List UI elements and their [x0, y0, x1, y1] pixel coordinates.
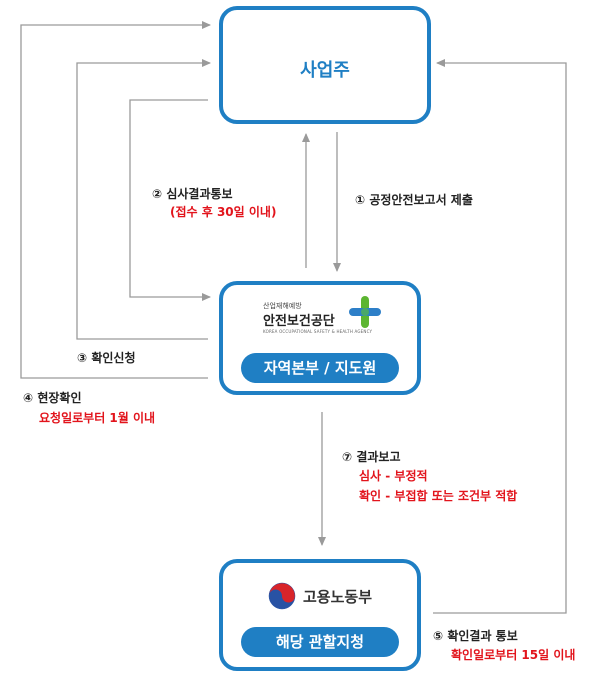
- step7-note-review: 심사 - 부정적: [359, 469, 428, 483]
- employer-title: 사업주: [300, 60, 350, 81]
- moel-logo-name: 고용노동부: [303, 588, 373, 606]
- employer-box: 사업주: [219, 6, 431, 124]
- step5-note: 확인일로부터 15일 이내: [451, 648, 576, 662]
- kosha-logo-name: 안전보건공단: [263, 314, 335, 329]
- step7-note-check: 확인 - 부접합 또는 조건부 적합: [359, 489, 518, 503]
- step4-label: ④ 현장확인: [23, 391, 82, 405]
- step5-label: ⑤ 확인결과 통보: [433, 629, 518, 643]
- moel-office-badge: 해당 관할지청: [241, 627, 399, 657]
- step1-label: ① 공정안전보고서 제출: [355, 193, 473, 207]
- kosha-logo-tagline: 산업재해예방: [263, 302, 302, 310]
- arrow-step3: [76, 59, 211, 340]
- kosha-box: 산업재해예방 안전보건공단 KOREA OCCUPATIONAL SAFETY …: [219, 281, 421, 395]
- step4-note: 요청일로부터 1월 이내: [39, 411, 156, 425]
- step2-note: (접수 후 30일 이내): [170, 205, 277, 219]
- arrow-step2: [129, 99, 211, 301]
- step3-label: ③ 확인신청: [77, 351, 136, 365]
- step2-label: ② 심사결과통보: [152, 187, 233, 201]
- arrow-step4: [20, 21, 211, 379]
- arrow-step5: [433, 59, 567, 614]
- step7-label: ⑦ 결과보고: [342, 450, 401, 464]
- kosha-unit-badge: 자역본부 / 지도원: [241, 353, 399, 383]
- taegeuk-icon: [268, 582, 296, 610]
- kosha-logo-english: KOREA OCCUPATIONAL SAFETY & HEALTH AGENC…: [263, 329, 373, 334]
- kosha-cross-icon: [349, 296, 381, 328]
- moel-box: 고용노동부 해당 관할지청: [219, 559, 421, 671]
